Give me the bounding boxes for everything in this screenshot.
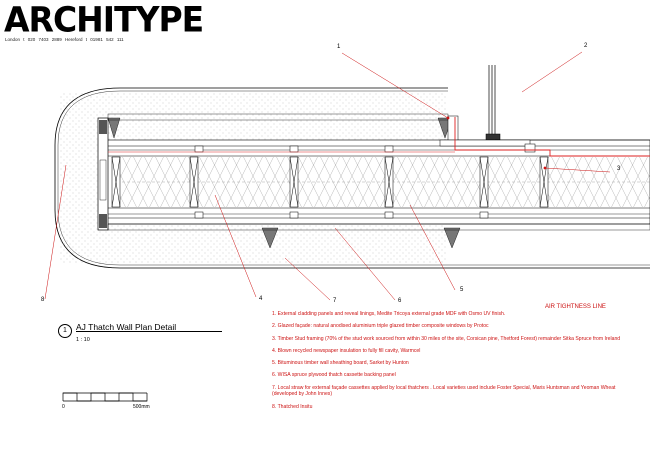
note-item: 2. Glazed façade: natural anodised alumi…	[272, 323, 489, 330]
detail-number-badge: 1	[58, 324, 72, 338]
air-tightness-line	[108, 117, 650, 157]
callout-4: 4	[259, 296, 263, 302]
note-item: 5. Bituminous timber wall sheathing boar…	[272, 360, 409, 367]
note-item: 8. Thatched Insitu	[272, 403, 313, 410]
contact-line: London t 020 7403 2889 Hereford t 01981 …	[5, 37, 124, 42]
scale-bar-start: 0	[62, 404, 65, 410]
architype-logo: ARCHITYPE	[4, 0, 204, 40]
wall-construction	[101, 139, 650, 225]
callout-6: 6	[398, 298, 402, 304]
callout-7: 7	[333, 298, 337, 304]
callout-1: 1	[337, 44, 341, 50]
specification-notes: 1. External cladding panels and reveal l…	[272, 311, 628, 416]
drawing-scale: 1 : 10	[76, 337, 90, 343]
note-item: 7. Local straw for external façade casse…	[272, 384, 616, 398]
air-tightness-label: AIR TIGHTNESS LINE	[545, 304, 606, 310]
stud-frames	[111, 145, 549, 219]
callout-3: 3	[617, 166, 621, 172]
note-item: 4. Blown recycled newspaper insulation t…	[272, 347, 421, 354]
note-item: 6. WISA spruce plywood thatch cassette b…	[272, 372, 396, 379]
scale-bar-end: 500mm	[133, 404, 150, 410]
window-frame	[439, 65, 650, 153]
callout-8: 8	[41, 297, 45, 303]
detail-title: AJ Thatch Wall Plan Detail	[76, 322, 177, 332]
cassette-brackets	[107, 117, 461, 249]
scale-bar	[62, 392, 148, 402]
title-underline	[76, 331, 222, 332]
note-item: 3. Timber Stud framing (70% of the stud …	[272, 335, 621, 342]
leader-lines	[44, 51, 611, 301]
note-item: 1. External cladding panels and reveal l…	[272, 311, 506, 317]
end-post	[97, 117, 109, 231]
callout-2: 2	[584, 43, 588, 49]
callout-5: 5	[460, 287, 464, 293]
